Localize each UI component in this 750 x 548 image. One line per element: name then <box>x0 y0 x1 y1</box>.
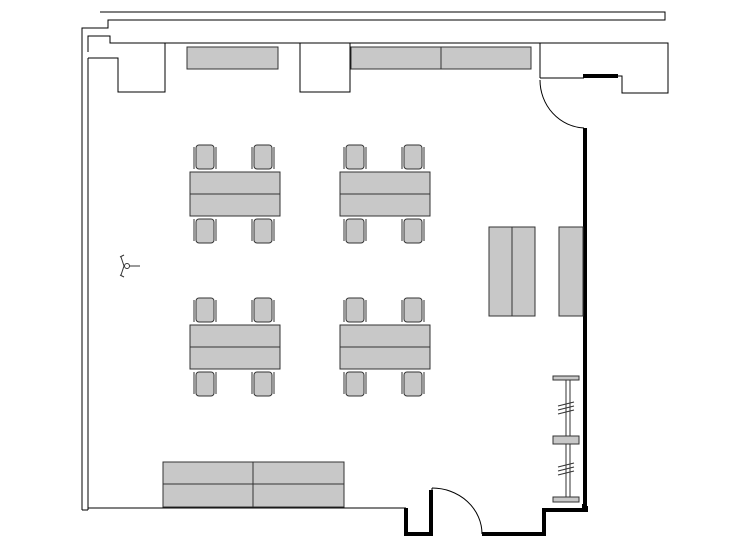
chair <box>343 371 367 397</box>
right-sofa <box>488 226 536 317</box>
chair <box>193 371 217 397</box>
ceiling-fan-icon <box>119 254 140 278</box>
bottom-sofa <box>162 461 345 508</box>
exterior-wall-thick <box>404 74 618 536</box>
chair <box>193 218 217 244</box>
wall-rack <box>552 375 580 503</box>
table-group-4 <box>339 297 431 397</box>
top-counters <box>186 46 532 70</box>
table-group-1 <box>189 144 281 244</box>
outer-wall <box>81 11 669 511</box>
table-group-2 <box>339 144 431 244</box>
counter-left <box>186 46 279 70</box>
top-door <box>539 77 585 129</box>
chair <box>401 218 425 244</box>
chair <box>193 297 217 323</box>
chair <box>401 297 425 323</box>
chair <box>401 144 425 170</box>
chair <box>401 371 425 397</box>
chair <box>251 371 275 397</box>
table-group-3 <box>189 297 281 397</box>
chair <box>343 297 367 323</box>
chair <box>343 218 367 244</box>
bottom-door <box>431 487 483 535</box>
chair <box>251 218 275 244</box>
chair <box>343 144 367 170</box>
chair <box>251 297 275 323</box>
chair <box>193 144 217 170</box>
right-cabinet <box>558 226 584 317</box>
chair <box>251 144 275 170</box>
